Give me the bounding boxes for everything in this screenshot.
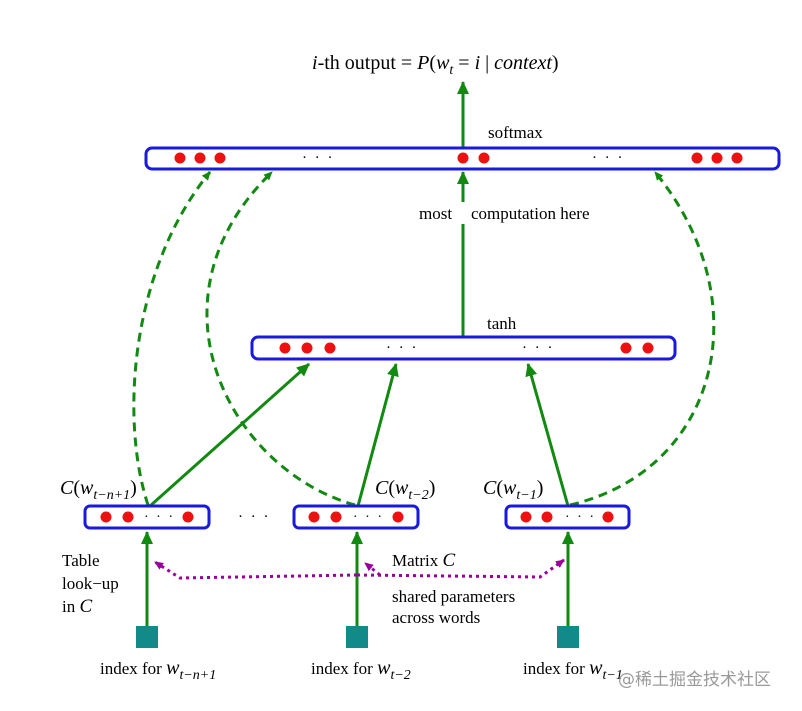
softmax-unit xyxy=(457,152,469,164)
shared-parameters-line2: across words xyxy=(392,608,480,627)
feature2-unit xyxy=(330,511,342,523)
table-lookup-line1: Table xyxy=(62,551,100,570)
softmax-unit xyxy=(174,152,186,164)
skip-connection-2 xyxy=(205,170,356,507)
softmax-unit xyxy=(731,152,743,164)
feature3-box xyxy=(504,504,631,530)
softmax-unit xyxy=(194,152,206,164)
feature1-ellipsis: · · · xyxy=(144,510,175,525)
tanh-units xyxy=(279,342,654,354)
feature1-label: C(wt−n+1) xyxy=(60,477,137,503)
skip-connection-1 xyxy=(132,171,212,506)
feature2-unit xyxy=(392,511,404,523)
feature3-unit xyxy=(602,511,614,523)
index-label-1: index for wt−n+1 xyxy=(100,657,216,683)
index-square-2 xyxy=(346,626,368,648)
feature3-unit xyxy=(541,511,553,523)
index-label-2: index for wt−2 xyxy=(311,657,411,683)
index-square-1 xyxy=(136,626,158,648)
softmax-label: softmax xyxy=(488,123,543,142)
feature2-label: C(wt−2) xyxy=(375,477,435,503)
tanh-unit xyxy=(620,342,632,354)
softmax-unit xyxy=(214,152,226,164)
feature1-unit xyxy=(100,511,112,523)
shared-parameters-line1: shared parameters xyxy=(392,587,515,606)
shared-parameters-arrow-right xyxy=(356,558,565,579)
matrix-c-label: Matrix C xyxy=(392,550,456,571)
softmax-ellipsis-left: · · · xyxy=(302,150,335,166)
feature3-label: C(wt−1) xyxy=(483,477,543,503)
softmax-unit xyxy=(711,152,723,164)
computation-label-most: most xyxy=(419,204,452,223)
tanh-ellipsis-right: · · · xyxy=(522,340,555,356)
table-lookup-line3: in C xyxy=(62,596,92,617)
computation-label-rest: computation here xyxy=(471,204,590,223)
index-square-3 xyxy=(557,626,579,648)
feature1-to-tanh-arrow xyxy=(149,362,310,508)
between-features-ellipsis: · · · xyxy=(238,509,271,525)
feature2-ellipsis: · · · xyxy=(353,510,384,525)
watermark: @稀土掘金技术社区 xyxy=(618,670,771,690)
tanh-label: tanh xyxy=(487,314,517,333)
shared-parameters-arrow-center xyxy=(364,561,381,577)
output-label: i-th output = P(wt = i | context) xyxy=(312,52,559,78)
feature2-box xyxy=(292,504,420,530)
feature2-unit xyxy=(308,511,320,523)
tanh-unit xyxy=(301,342,313,354)
skip-connection-3 xyxy=(569,171,716,507)
feature1-box xyxy=(83,504,211,530)
tanh-layer xyxy=(250,335,677,361)
feature3-unit xyxy=(520,511,532,523)
tanh-unit xyxy=(279,342,291,354)
index-label-3: index for wt−1 xyxy=(523,657,623,683)
table-lookup-line2: look−up xyxy=(62,574,119,593)
feature3-ellipsis: · · · xyxy=(565,510,596,525)
feature2-to-tanh-arrow xyxy=(356,363,399,507)
feature1-unit xyxy=(182,511,194,523)
tanh-unit xyxy=(642,342,654,354)
computation-label-bg xyxy=(420,202,620,224)
feature3-to-tanh-arrow xyxy=(525,363,570,507)
softmax-ellipsis-right: · · · xyxy=(592,150,625,166)
softmax-unit xyxy=(691,152,703,164)
tanh-ellipsis-left: · · · xyxy=(386,340,419,356)
softmax-unit xyxy=(478,152,490,164)
tanh-unit xyxy=(324,342,336,354)
feature1-unit xyxy=(122,511,134,523)
shared-parameters-arrow-left xyxy=(154,560,358,580)
softmax-units xyxy=(174,152,743,164)
